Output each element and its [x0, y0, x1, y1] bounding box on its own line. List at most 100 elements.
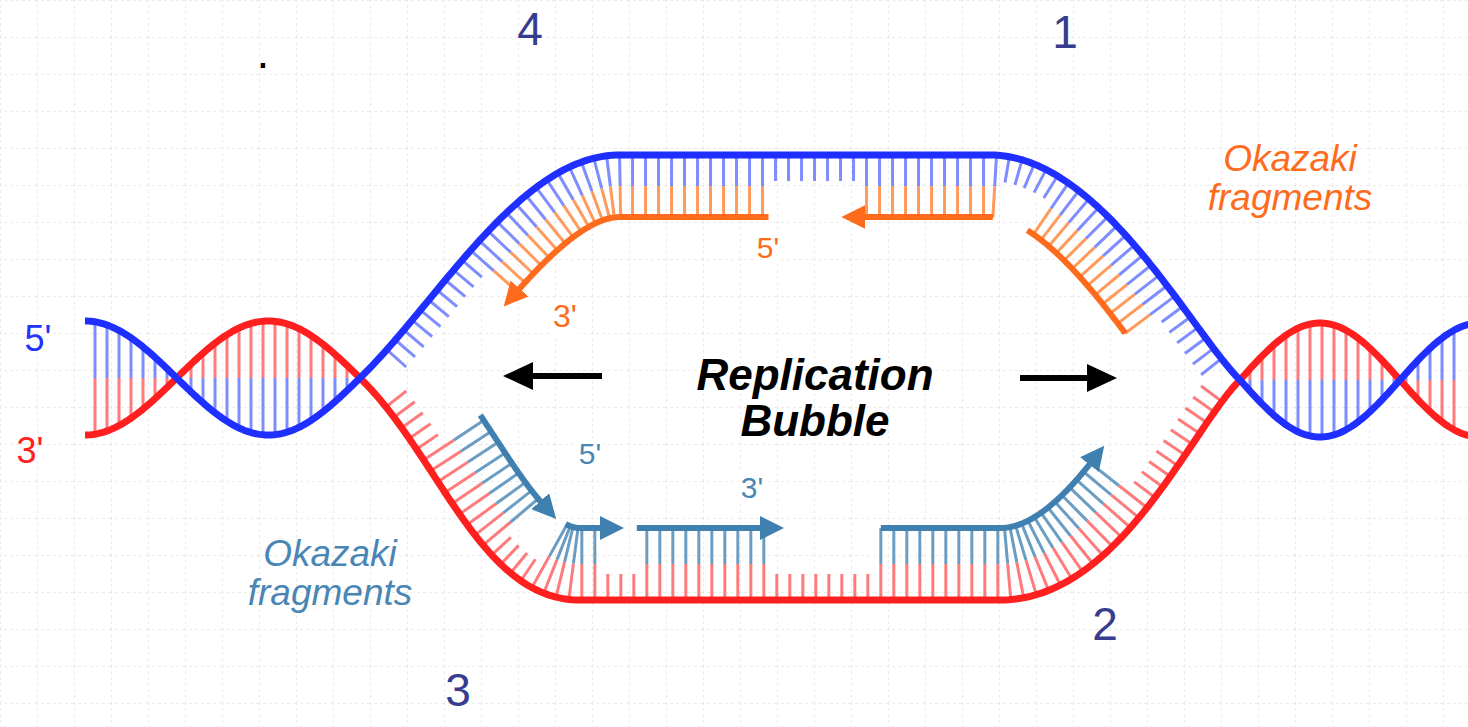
base-pair — [749, 564, 752, 600]
base-pair — [1156, 451, 1177, 466]
base-pair — [619, 186, 623, 217]
base-pair — [580, 564, 583, 600]
base-pair — [722, 155, 725, 186]
base-pair — [412, 320, 432, 337]
base-pair — [1034, 170, 1046, 193]
base-pair — [931, 528, 934, 564]
base-pair — [1017, 562, 1024, 597]
base-pair — [1169, 317, 1190, 332]
base-pair — [1005, 157, 1009, 183]
new-strands — [480, 217, 1125, 528]
strand-end-label: 5' — [577, 438, 603, 470]
base-pair — [736, 528, 739, 564]
base-pair — [657, 186, 660, 217]
fragment-label: Okazaki fragments — [1180, 140, 1400, 218]
base-pair — [1055, 502, 1079, 529]
base-pair — [917, 186, 920, 217]
base-pair — [943, 186, 946, 217]
base-pair — [610, 187, 614, 218]
base-pair — [840, 574, 843, 600]
base-pair — [250, 323, 253, 378]
base-pair — [775, 574, 778, 600]
base-pair — [683, 186, 686, 217]
base-pair — [94, 378, 97, 434]
base-pair — [580, 528, 583, 564]
base-pair — [1119, 255, 1143, 275]
base-pair — [852, 155, 855, 181]
base-pair — [670, 186, 673, 217]
base-pair — [684, 528, 687, 564]
base-pair — [471, 250, 494, 271]
base-pairs — [95, 321, 1454, 437]
base-pair — [492, 537, 511, 555]
base-pair — [521, 559, 536, 581]
base-pair — [957, 528, 960, 564]
base-pair — [671, 564, 674, 600]
base-pair — [1297, 328, 1300, 380]
base-pair — [918, 528, 921, 564]
base-pair — [904, 186, 907, 217]
fork-arrows — [503, 362, 1117, 392]
base-pair — [748, 155, 751, 186]
base-pair — [286, 378, 289, 432]
base-pair — [814, 574, 817, 600]
base-pair — [645, 528, 648, 564]
base-pair — [404, 330, 424, 347]
fragment-label: Okazaki fragments — [220, 535, 440, 613]
base-pair — [826, 155, 829, 181]
base-pair — [1134, 482, 1155, 498]
base-pair — [787, 155, 790, 181]
base-pair — [594, 158, 602, 188]
base-pair — [1028, 521, 1044, 553]
base-pair — [762, 564, 765, 600]
base-pair — [386, 391, 406, 407]
base-pair — [582, 195, 595, 223]
base-pair — [226, 335, 229, 378]
base-pair — [238, 378, 241, 428]
base-pair — [982, 155, 985, 186]
base-pair — [1453, 380, 1456, 430]
base-pair — [1193, 348, 1214, 364]
base-pair — [454, 270, 474, 287]
base-pair — [565, 527, 573, 562]
base-pair — [631, 155, 634, 186]
base-pair — [479, 241, 502, 262]
base-pair — [930, 186, 933, 217]
base-pair — [1171, 430, 1193, 445]
base-pair — [671, 528, 674, 564]
base-pair — [683, 155, 686, 186]
base-pair — [1026, 560, 1036, 594]
base-pair — [558, 173, 574, 200]
base-pair — [1015, 160, 1022, 185]
base-pair — [1024, 164, 1034, 188]
base-pair — [996, 528, 999, 564]
base-pair — [544, 560, 557, 593]
base-pair — [943, 155, 946, 186]
base-pair — [982, 186, 985, 217]
callout-number: 3 — [445, 666, 471, 714]
base-pair — [1345, 330, 1348, 380]
base-pair — [905, 528, 908, 564]
base-pair — [1008, 564, 1011, 600]
base-pair — [462, 260, 482, 277]
base-pair — [1077, 208, 1098, 231]
base-pair — [402, 413, 423, 428]
base-pair — [1142, 286, 1167, 305]
base-pair — [1321, 323, 1324, 380]
base-pair — [262, 321, 265, 378]
base-pair — [1453, 330, 1456, 380]
base-pair — [429, 300, 449, 317]
base-pair — [606, 574, 609, 600]
direction-arrowhead — [1087, 364, 1117, 392]
base-pair — [944, 564, 947, 600]
title-label: Replication Bubble — [665, 352, 965, 444]
base-pair — [722, 186, 725, 217]
base-pair — [1069, 199, 1089, 223]
base-pair — [569, 167, 582, 195]
base-pair — [1441, 338, 1444, 380]
strand-end-label: 3' — [551, 300, 579, 334]
base-pair — [827, 574, 830, 600]
base-pair — [298, 329, 301, 378]
